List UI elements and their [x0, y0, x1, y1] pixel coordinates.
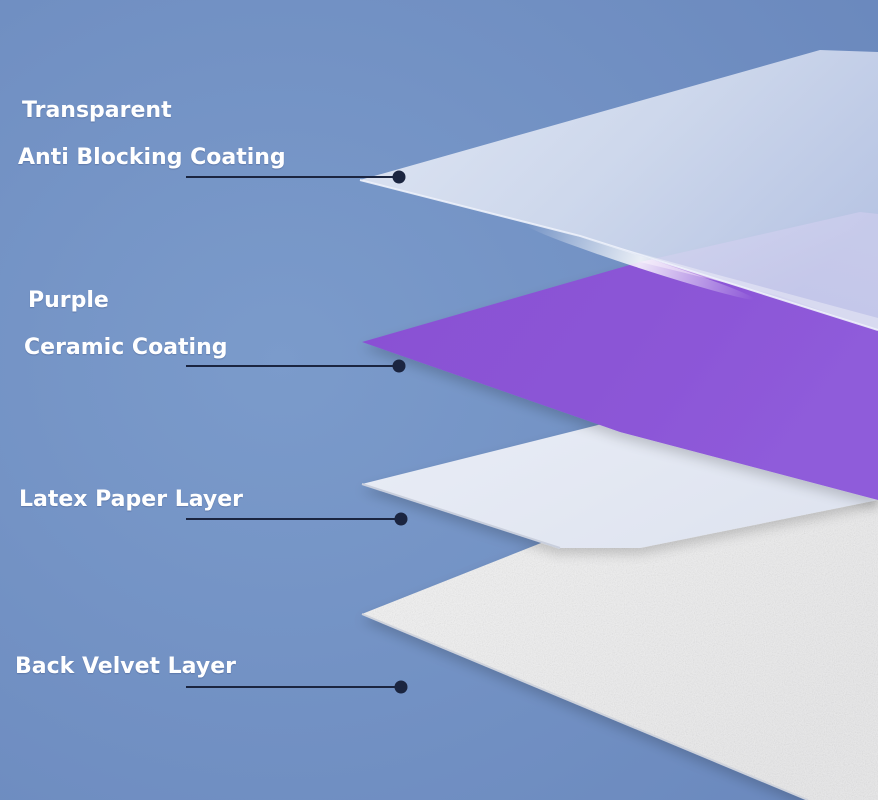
label-transparent-line1: Transparent	[22, 98, 172, 123]
leader-latex	[186, 512, 408, 526]
label-purple-line1: Purple	[28, 288, 109, 313]
label-purple-line2: Ceramic Coating	[24, 335, 228, 360]
back-velvet-layer-sheet	[361, 480, 878, 800]
label-transparent-line2: Anti Blocking Coating	[18, 145, 286, 170]
leader-purple	[186, 359, 406, 373]
leader-velvet	[186, 680, 408, 694]
label-latex: Latex Paper Layer	[19, 487, 244, 512]
transparent-anti-blocking-sheet	[359, 50, 878, 331]
leader-transparent	[186, 170, 406, 184]
label-velvet: Back Velvet Layer	[15, 654, 236, 679]
